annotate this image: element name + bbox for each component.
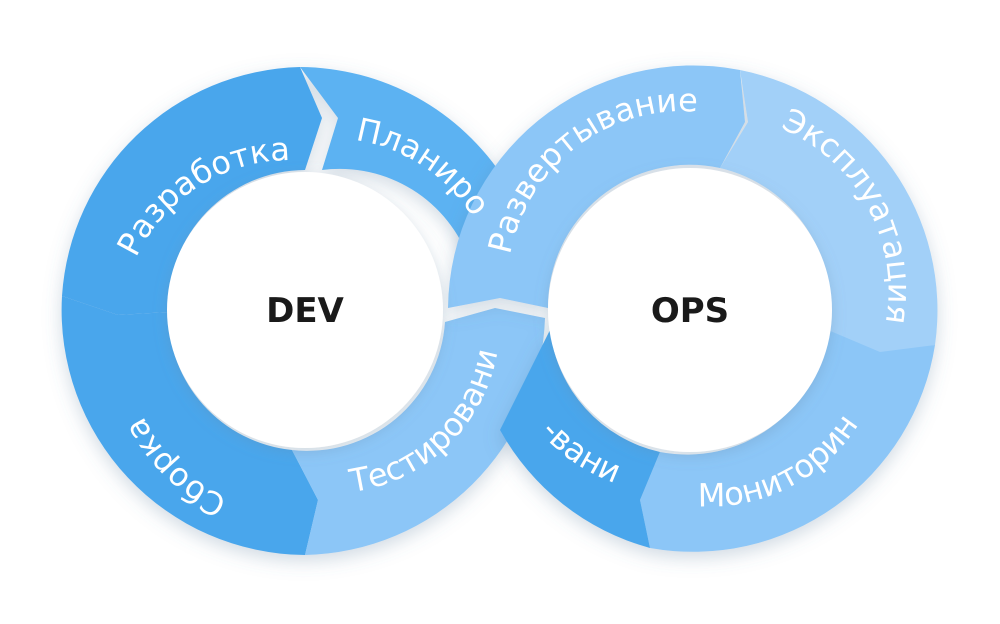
- ops-segment-monitoring: [640, 330, 935, 552]
- dev-center-circle: [167, 172, 443, 448]
- ops-ring: [448, 65, 938, 552]
- ops-center-circle: [548, 168, 832, 452]
- ops-title: OPS: [651, 291, 729, 331]
- ops-segment-razvertyvanie: [448, 65, 745, 308]
- dev-ring: [61, 67, 545, 555]
- ops-segment-testirovanie-continued: [500, 330, 660, 548]
- dev-title: DEV: [266, 291, 344, 331]
- dev-segment-planirovanie: [300, 67, 505, 262]
- dev-segment-razrabotka: [62, 67, 322, 315]
- dev-segment-testirovanie: [292, 308, 545, 555]
- ops-segment-ekspluatatsiya: [720, 70, 938, 355]
- dev-segment-sborka: [61, 296, 319, 555]
